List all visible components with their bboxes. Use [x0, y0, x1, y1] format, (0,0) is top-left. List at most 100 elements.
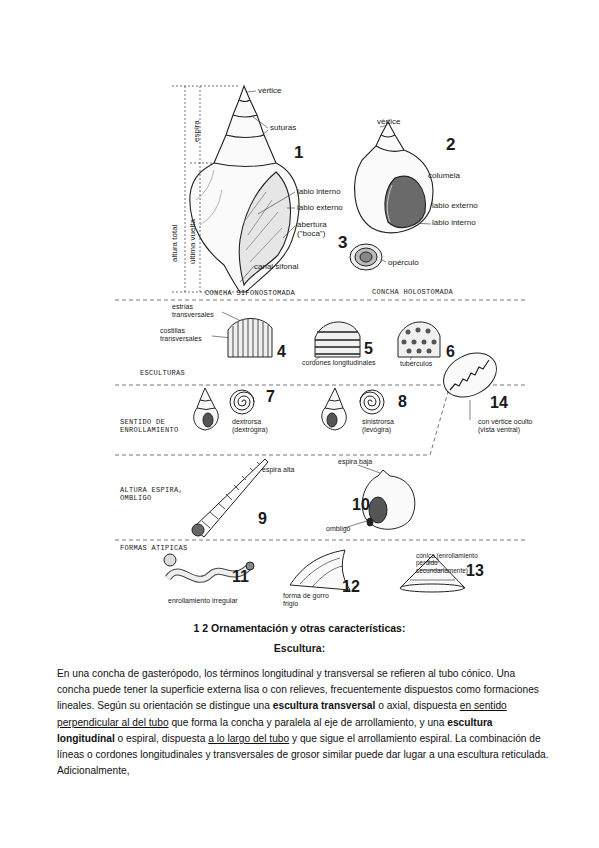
- sculpture-fragments: [233, 319, 268, 357]
- coiling-shells: [322, 388, 346, 430]
- paragraph-text: a lo largo del tubo: [208, 733, 289, 744]
- atypical-shells: [290, 550, 350, 590]
- coiling-shells: [230, 390, 254, 414]
- sculpture-fragments: [315, 332, 360, 354]
- spire-shells: [192, 459, 415, 537]
- sculpture-fragments: [398, 322, 440, 357]
- shell-two: [385, 176, 426, 227]
- section-heading: 1 2 Ornamentación y otras característica…: [0, 622, 599, 634]
- callout-number: 9: [258, 510, 278, 528]
- shell-two: [387, 185, 392, 222]
- shell-two: [355, 122, 433, 233]
- part-label: labio externo: [432, 201, 492, 210]
- spire-shells: [192, 524, 204, 536]
- paragraph-text: o axial, dispuesta: [378, 700, 457, 711]
- section-label: ALTURA ESPIRA, OMBLIGO: [120, 486, 192, 502]
- coiling-shells: [234, 392, 254, 410]
- callout-number: 5: [364, 340, 384, 358]
- atypical-shells: [164, 554, 176, 566]
- coiling-shells: [194, 388, 218, 430]
- part-label: ombligo: [326, 525, 366, 533]
- sculpture-fragments: [432, 340, 437, 345]
- operculum: [355, 248, 377, 266]
- callout-number: 13: [466, 562, 491, 580]
- part-label: costillas transversales: [160, 327, 212, 343]
- part-label: vértice: [377, 117, 417, 126]
- shell-one: [214, 100, 276, 167]
- coiling-shells: [360, 390, 384, 414]
- part-label: enrollamiento irregular: [168, 597, 278, 605]
- callout-number: 2: [446, 135, 466, 155]
- part-label: labio interno: [432, 218, 492, 227]
- spire-shells: [367, 518, 373, 526]
- coiling-shells: [450, 360, 489, 390]
- dimension-label: altura total: [170, 225, 179, 262]
- callout-number: 14: [490, 394, 515, 412]
- part-label: tubérculos: [400, 360, 450, 368]
- callout-number: 7: [266, 388, 286, 406]
- spire-shells: [193, 459, 268, 537]
- part-label: estrías transversales: [172, 303, 224, 319]
- coiling-shells: [327, 413, 337, 427]
- body-paragraph: En una concha de gasterópodo, los términ…: [57, 666, 549, 779]
- subheading: Escultura:: [0, 642, 599, 654]
- callout-number: 8: [398, 393, 418, 411]
- part-label: abertura ("boca"): [297, 220, 339, 238]
- sculpture-fragments: [416, 328, 421, 333]
- coiling-shells: [322, 388, 346, 430]
- leader-lines: [212, 91, 470, 528]
- sculpture-fragments: [228, 318, 440, 357]
- coiling-shells: [194, 344, 504, 430]
- shell-one: [190, 86, 299, 292]
- sculpture-fragments: [228, 318, 272, 357]
- operculum: [350, 244, 382, 270]
- coiling-shells: [197, 400, 215, 410]
- dimension-label: última vuelta: [188, 219, 197, 264]
- spire-shells: [362, 470, 415, 529]
- section-label: CONCHA HOLOSTOMADA: [372, 288, 492, 296]
- atypical-shells: [300, 558, 343, 587]
- sculpture-fragments: [426, 329, 431, 334]
- part-label: suturas: [270, 123, 310, 132]
- part-label: vértice: [258, 86, 308, 95]
- sculpture-fragments: [412, 340, 417, 345]
- coiling-shells: [325, 400, 343, 410]
- section-label: FORMAS ATIPICAS: [120, 544, 192, 552]
- part-label: con vértice oculto (vista ventral): [478, 418, 540, 434]
- callout-number: 10: [352, 496, 377, 514]
- shell-one: [244, 192, 282, 262]
- atypical-shells: [400, 584, 464, 592]
- part-label: cordones longitudinales: [302, 359, 397, 367]
- sculpture-fragments: [402, 328, 437, 354]
- paragraph-text: que forma la concha y paralela al eje de…: [171, 717, 444, 728]
- part-label: labio externo: [297, 203, 357, 212]
- section-dividers: [115, 300, 525, 540]
- callout-number: 6: [446, 343, 466, 361]
- sculpture-fragments: [417, 349, 422, 354]
- sculpture-fragments: [407, 349, 412, 354]
- shell-two: [376, 135, 404, 151]
- callout-number: 1: [294, 143, 314, 163]
- part-label: forma de gorro frigio: [283, 592, 335, 608]
- part-label: columela: [428, 171, 478, 180]
- paragraph-text: escultura transversal: [273, 700, 376, 711]
- part-label: espira baja: [338, 458, 388, 466]
- callout-number: 11: [232, 568, 257, 586]
- callout-number: 12: [342, 578, 367, 596]
- operculum: [350, 244, 382, 270]
- callout-number: 3: [338, 233, 358, 253]
- coiling-shells: [194, 388, 218, 430]
- coiling-shells: [360, 392, 380, 410]
- shell-one: [190, 86, 299, 292]
- section-dividers: [115, 300, 525, 540]
- sculpture-fragments: [406, 330, 411, 335]
- coiling-shells: [203, 413, 213, 427]
- sculpture-fragments: [427, 349, 432, 354]
- part-label: dextrorsa (dextrógira): [232, 418, 284, 434]
- section-label: SENTIDO DE ENROLLAMIENTO: [120, 418, 192, 434]
- part-label: canal sifonal: [254, 262, 314, 271]
- spire-shells: [202, 462, 259, 528]
- leader-lines: [212, 91, 470, 528]
- sculpture-fragments: [402, 340, 407, 345]
